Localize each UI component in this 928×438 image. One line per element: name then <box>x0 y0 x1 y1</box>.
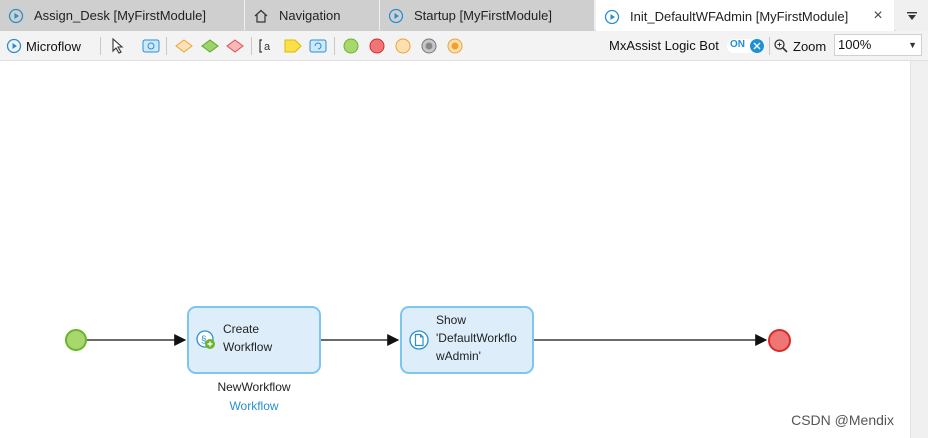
microflow-icon <box>604 9 620 24</box>
canvas-vertical-scrollbar[interactable] <box>910 61 928 438</box>
zoom-magnifier-icon <box>774 39 788 53</box>
tab-label: Assign_Desk [MyFirstModule] <box>34 8 206 23</box>
activity-tool-button[interactable] <box>141 36 161 56</box>
workflow-call-icon: § <box>196 330 215 349</box>
annotation-icon: a <box>259 39 271 53</box>
chevron-down-icon: ▼ <box>908 40 917 50</box>
tab-navigation[interactable]: Navigation <box>245 0 379 31</box>
activity-label: Show 'DefaultWorkflo wAdmin' <box>436 313 517 363</box>
continue-event-tool-button[interactable] <box>446 36 464 56</box>
chevron-down-icon <box>907 11 917 20</box>
toolbar-divider <box>166 37 167 55</box>
pointer-tool-button[interactable] <box>110 36 128 56</box>
merge-tool-button[interactable] <box>200 36 220 56</box>
mxassist-label: MxAssist Logic Bot <box>609 38 719 53</box>
show-page-activity[interactable]: Show 'DefaultWorkflo wAdmin' <box>400 306 534 374</box>
toolbar-divider <box>334 37 335 55</box>
annotation-tool-button[interactable]: a <box>258 36 276 56</box>
microflow-icon <box>6 38 22 54</box>
tab-label: Navigation <box>279 8 341 23</box>
loop-icon <box>309 39 327 53</box>
mxassist-toggle[interactable]: ON <box>727 38 765 54</box>
tab-init-defaultwfadmin[interactable]: Init_DefaultWFAdmin [MyFirstModule] × <box>596 0 894 31</box>
start-event-icon <box>343 38 359 54</box>
output-variable-type-link[interactable]: Workflow <box>229 399 279 413</box>
break-event-icon <box>395 38 411 54</box>
decision-diamond-icon <box>175 39 193 53</box>
error-end-tool-button[interactable] <box>420 36 438 56</box>
toggle-switch-graphic <box>727 39 765 53</box>
microflow-icon <box>8 8 24 23</box>
cursor-icon <box>112 37 124 54</box>
microflow-icon <box>388 8 404 23</box>
start-event[interactable] <box>65 329 87 351</box>
zoom-control[interactable]: Zoom <box>773 36 826 56</box>
error-diamond-icon <box>226 39 244 53</box>
create-workflow-activity[interactable]: § Create Workflow <box>187 306 321 374</box>
loop-tool-button[interactable] <box>308 36 328 56</box>
editor-tab-bar: Assign_Desk [MyFirstModule] Navigation S… <box>0 0 928 31</box>
toggle-state-label: ON <box>730 39 745 50</box>
end-event-icon <box>369 38 385 54</box>
microflow-toolbar: Microflow a MxAssist Logic Bot <box>0 31 928 61</box>
tab-startup[interactable]: Startup [MyFirstModule] <box>380 0 594 31</box>
parameter-tool-button[interactable] <box>283 36 303 56</box>
show-page-icon <box>409 330 429 350</box>
tab-label: Init_DefaultWFAdmin [MyFirstModule] <box>630 9 849 24</box>
microflow-canvas[interactable]: § Create Workflow NewWorkflow Workflow S… <box>0 61 910 438</box>
close-icon[interactable]: × <box>873 7 883 24</box>
microflow-document-label: Microflow <box>6 36 81 56</box>
continue-event-icon <box>447 38 463 54</box>
home-icon <box>254 9 268 23</box>
activity-icon <box>142 39 160 53</box>
decision-tool-button[interactable] <box>174 36 194 56</box>
error-event-tool-button[interactable] <box>225 36 245 56</box>
break-event-tool-button[interactable] <box>394 36 412 56</box>
toolbar-divider <box>769 37 770 55</box>
zoom-select[interactable]: 100% ▼ <box>834 34 922 56</box>
error-end-icon <box>421 38 437 54</box>
tab-assign-desk[interactable]: Assign_Desk [MyFirstModule] <box>0 0 244 31</box>
end-event-tool-button[interactable] <box>368 36 386 56</box>
tab-label: Startup [MyFirstModule] <box>414 8 552 23</box>
start-event-tool-button[interactable] <box>342 36 360 56</box>
merge-diamond-icon <box>201 39 219 53</box>
parameter-icon <box>284 39 302 53</box>
tab-overflow-menu-button[interactable] <box>896 0 928 31</box>
svg-text:a: a <box>264 41 271 53</box>
toolbar-divider <box>251 37 252 55</box>
output-variable-name: NewWorkflow <box>217 380 291 394</box>
watermark: CSDN @Mendix <box>791 412 894 428</box>
activity-label: Create Workflow <box>223 322 273 354</box>
zoom-value: 100% <box>838 37 872 52</box>
svg-text:§: § <box>201 335 207 346</box>
end-event[interactable] <box>768 329 791 352</box>
toolbar-divider <box>100 37 101 55</box>
document-type-label: Microflow <box>26 38 81 54</box>
zoom-label: Zoom <box>793 38 827 54</box>
sequence-flows <box>87 334 768 346</box>
